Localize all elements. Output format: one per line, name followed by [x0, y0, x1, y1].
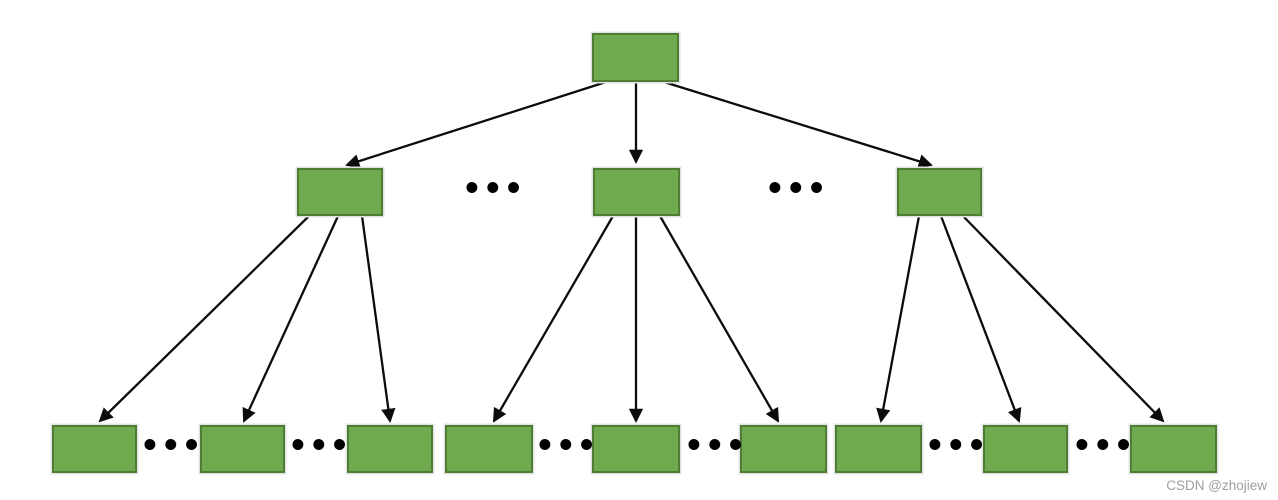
edge-root-internal-right — [663, 80, 933, 169]
leaf-node-2 — [200, 425, 285, 473]
leaf-node-6 — [740, 425, 827, 473]
leaf-node-9 — [1130, 425, 1217, 473]
watermark: CSDN @zhojiew — [1166, 478, 1267, 493]
ellipsis-leaf-1: ••• — [140, 428, 203, 464]
ellipsis-leaf-2: ••• — [288, 428, 351, 464]
ellipsis-leaf-5: ••• — [925, 428, 988, 464]
ellipsis-leaf-4: ••• — [684, 428, 747, 464]
ellipsis-leaf-6: ••• — [1072, 428, 1135, 464]
leaf-node-7 — [835, 425, 922, 473]
edge-right-leaf-7 — [876, 215, 921, 423]
leaf-node-5 — [592, 425, 680, 473]
internal-node-left — [297, 168, 383, 216]
ellipsis-leaf-3: ••• — [535, 428, 598, 464]
edge-center-leaf-4 — [492, 215, 614, 423]
edge-left-leaf-3 — [360, 215, 396, 423]
edge-root-internal-left — [345, 80, 607, 169]
edge-center-leaf-6 — [659, 215, 779, 423]
leaf-node-3 — [347, 425, 433, 473]
ellipsis-internal-left: ••• — [462, 171, 525, 207]
internal-node-center — [593, 168, 680, 216]
edge-right-leaf-9 — [962, 215, 1165, 423]
internal-node-right — [897, 168, 982, 216]
edge-left-leaf-1 — [98, 215, 310, 423]
leaf-node-1 — [52, 425, 137, 473]
leaf-node-4 — [445, 425, 533, 473]
ellipsis-internal-right: ••• — [765, 171, 828, 207]
edge-left-leaf-2 — [242, 215, 340, 423]
edge-right-leaf-8 — [939, 215, 1022, 423]
root-node — [592, 33, 679, 82]
leaf-node-8 — [983, 425, 1068, 473]
